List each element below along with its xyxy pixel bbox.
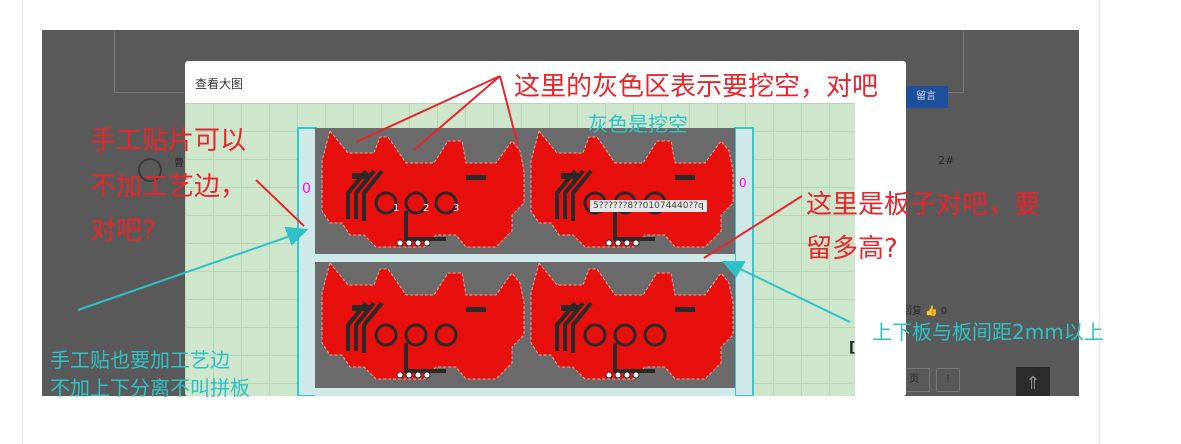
annotation-left-red-line3: 对吧? [90, 216, 156, 246]
background-avatar [138, 158, 162, 182]
annotation-bottom-cyan-line2: 不加上下分离不叫拼板 [50, 376, 250, 400]
background-like-count[interactable]: 回复 👍 0 [902, 306, 948, 317]
pcb-overlay-id-text: 5??????8??01074440??q [590, 200, 707, 212]
page-frame-left-border [22, 0, 23, 444]
pcb-pad-label-1: 1 [393, 203, 400, 214]
fiducial-mark-left: 0 [302, 181, 311, 197]
annotation-top-red: 这里的灰色区表示要挖空，对吧 [514, 72, 879, 102]
modal-side-panel [855, 103, 906, 396]
annotation-left-red-line2: 不加工艺边， [90, 172, 247, 202]
modal-title: 查看大图 [195, 77, 244, 91]
background-reply-button[interactable]: 留言 [904, 86, 948, 108]
annotation-right-red-line1: 这里是板子对吧，要 [806, 190, 1041, 220]
image-viewer-modal: 查看大图 [185, 61, 906, 396]
background-page-button-2[interactable]: ! [936, 368, 960, 392]
page-frame-right-border [1099, 0, 1100, 444]
pcb-pad-label-3: 3 [453, 203, 460, 214]
annotation-left-red-line1: 手工贴片可以 [90, 126, 247, 156]
annotation-right-cyan: 上下板与板间距2mm以上 [872, 320, 1104, 344]
annotation-top-cyan: 灰色是挖空 [588, 112, 688, 136]
background-username: 曹 [174, 158, 184, 169]
arrow-up-icon: ⇑ [1025, 373, 1041, 394]
annotation-right-red-line2: 留多高? [806, 234, 898, 264]
modal-side-mark: [ [849, 340, 856, 356]
pcb-pad-label-2: 2 [423, 203, 430, 214]
forum-screenshot: 留言 曹 2# 回复 👍 0 页 ! ⇑ 查看大图 [42, 30, 1079, 396]
fiducial-mark-right: 0 [739, 176, 747, 190]
background-floor-number: 2# [938, 154, 955, 167]
pcb-panel-image: 0 0 1 2 3 5??????8??01074440??q [185, 103, 855, 396]
back-to-top-button[interactable]: ⇑ [1016, 367, 1050, 396]
pcb-panel-drawing: 0 0 [297, 127, 754, 396]
annotation-bottom-cyan-line1: 手工贴也要加工艺边 [50, 348, 230, 372]
